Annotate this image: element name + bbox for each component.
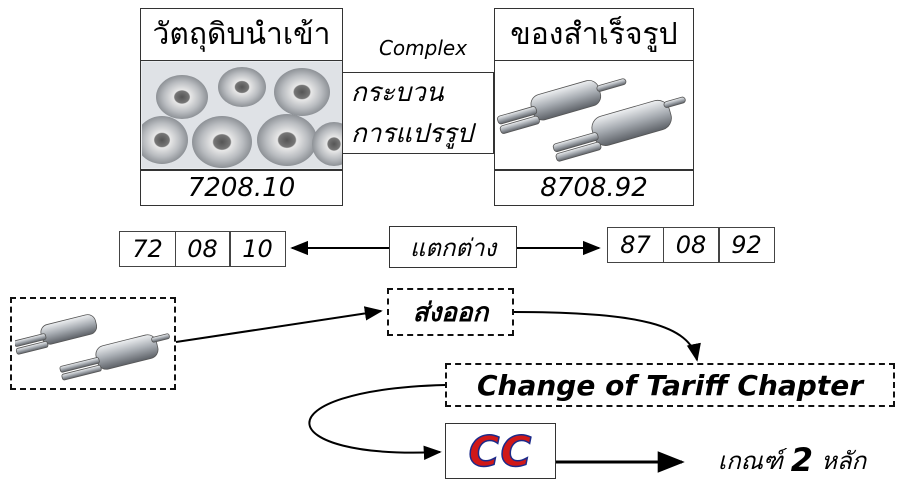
hs-raw-split: 72 08 10 <box>119 231 286 267</box>
raw-material-title: วัตถุดิบนำเข้า <box>140 8 343 61</box>
finished-goods-title-text: ของสำเร็จรูป <box>510 17 678 52</box>
raw-material-title-text: วัตถุดิบนำเข้า <box>152 17 331 52</box>
difference-box: แตกต่าง <box>389 226 517 268</box>
steel-coils-icon <box>141 62 342 168</box>
rule-box: Change of Tariff Chapter <box>445 363 895 407</box>
steel-coils-image <box>140 60 343 170</box>
hs-raw-heading: 08 <box>174 231 231 267</box>
muffler-image <box>494 60 694 170</box>
cc-box: CC <box>445 423 556 479</box>
finished-goods-title: ของสำเร็จรูป <box>494 8 694 61</box>
hs-finished-split: 87 08 92 <box>607 227 775 263</box>
process-complex-label: Complex <box>378 36 468 60</box>
difference-label: แตกต่าง <box>409 233 497 262</box>
hs-raw-subheading: 10 <box>229 231 286 267</box>
criteria-label: เกณฑ์ 2 หลัก <box>684 438 900 482</box>
hs-finished-chapter: 87 <box>607 227 664 263</box>
arrow-product-to-export <box>175 306 383 343</box>
export-label: ส่งออก <box>412 297 489 328</box>
muffler-small-icon <box>15 313 170 380</box>
finished-goods-hs-code: 8708.92 <box>494 170 694 206</box>
rule-label: Change of Tariff Chapter <box>477 368 863 402</box>
finished-goods-hs-code-text: 8708.92 <box>540 173 648 203</box>
muffler-icon <box>497 78 686 162</box>
raw-material-hs-code-text: 7208.10 <box>187 173 296 203</box>
raw-material-hs-code: 7208.10 <box>140 170 343 206</box>
cc-label: CC <box>468 426 533 477</box>
arrow-export-to-rule <box>513 311 701 362</box>
process-box: กระบวน การแปรรูป <box>342 72 494 154</box>
hs-raw-chapter: 72 <box>119 231 176 267</box>
process-line-1: กระบวน <box>351 78 444 108</box>
hs-finished-heading: 08 <box>662 227 720 263</box>
arrow-rule-to-cc <box>308 384 446 460</box>
export-box: ส่งออก <box>387 288 514 336</box>
exported-product-image <box>10 297 176 390</box>
hs-finished-subheading: 92 <box>718 227 775 263</box>
criteria-number: 2 <box>790 441 814 479</box>
criteria-suffix: หลัก <box>821 446 867 475</box>
criteria-prefix: เกณฑ์ <box>717 446 783 475</box>
process-line-2: การแปรรูป <box>351 119 474 149</box>
